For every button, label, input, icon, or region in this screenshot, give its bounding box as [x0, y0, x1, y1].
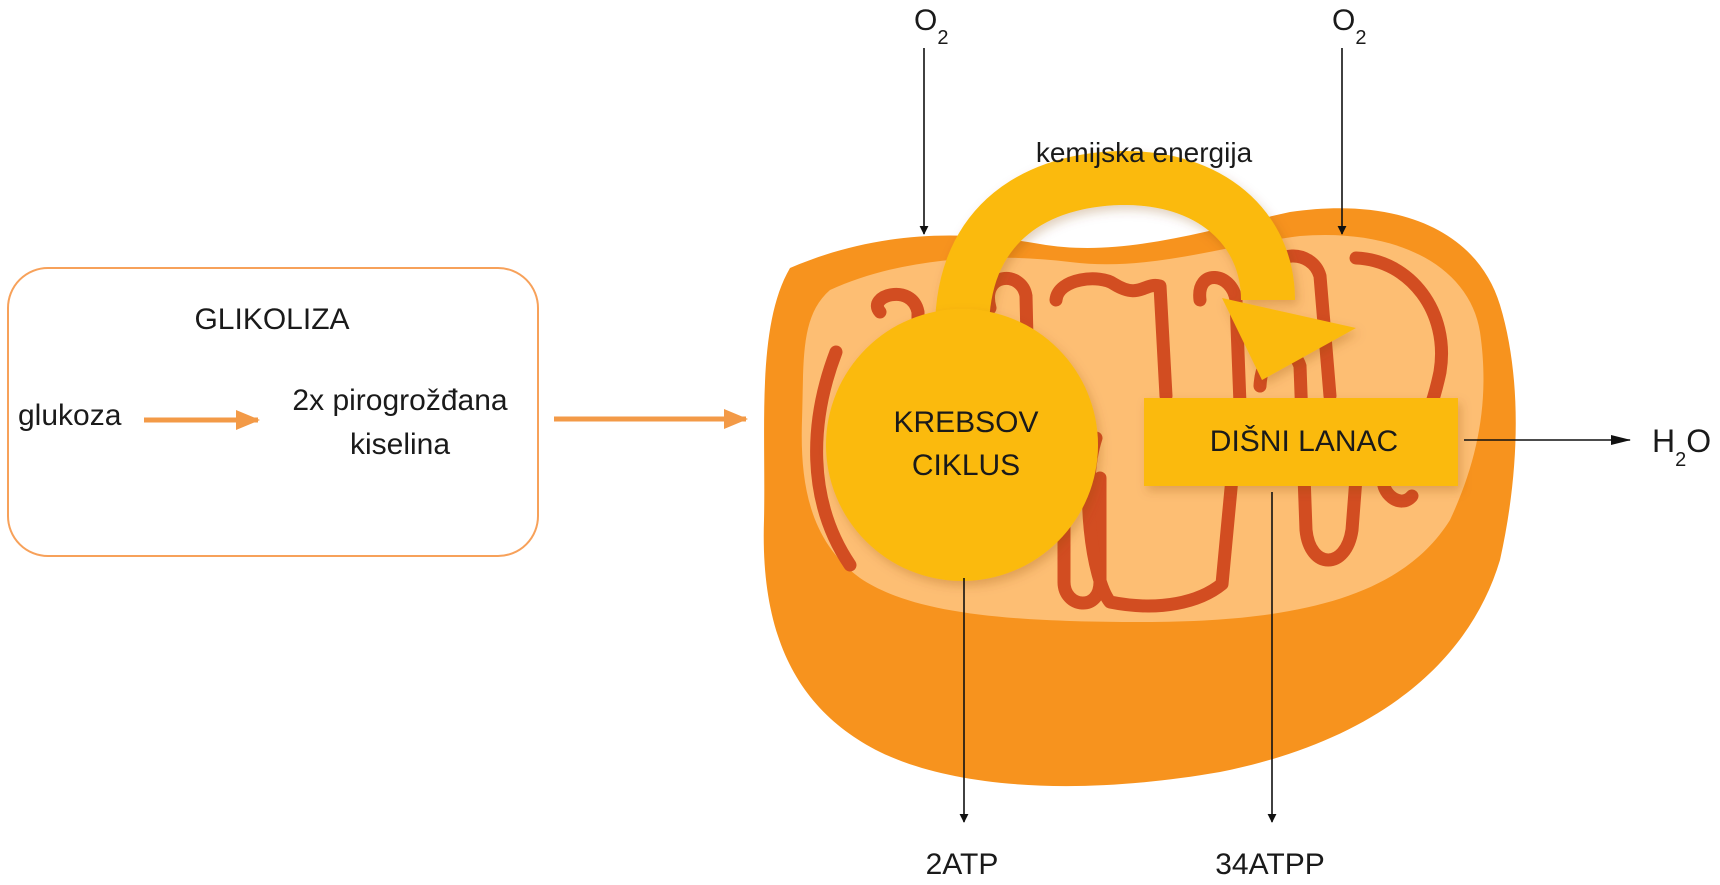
chemical-energy-arrow [935, 150, 1356, 380]
water-label: H2O [1652, 423, 1711, 471]
oxygen-input-right: O2 [1332, 4, 1366, 235]
respiratory-chain-box [1144, 398, 1458, 486]
oxygen-input-left: O2 [914, 4, 948, 235]
oxygen-label-right: O2 [1332, 4, 1366, 49]
glycolysis-box [7, 267, 539, 557]
respiratory-chain-atp-label: 34ATPP [1215, 848, 1325, 880]
crista-2 [871, 287, 925, 355]
krebs-cycle-label-line2: CIKLUS [912, 449, 1020, 482]
chemical-energy-label: kemijska energija [1036, 137, 1253, 168]
oxygen-label-left: O2 [914, 4, 948, 49]
crista-1 [810, 345, 857, 572]
pyruvate-label-line2: kiselina [350, 428, 450, 461]
glucose-label: glukoza [18, 399, 122, 432]
crista-4 [1049, 272, 1173, 403]
glycolysis-title: GLIKOLIZA [194, 303, 349, 336]
krebs-cycle-circle [826, 309, 1098, 581]
pyruvate-label-line1: 2x pirogrožđana [292, 384, 507, 417]
krebs-cycle-label-line1: KREBSOV [893, 406, 1038, 439]
crista-6 [1193, 271, 1247, 411]
respiratory-chain-label: DIŠNI LANAC [1210, 424, 1398, 458]
krebs-atp-label: 2ATP [926, 848, 999, 880]
